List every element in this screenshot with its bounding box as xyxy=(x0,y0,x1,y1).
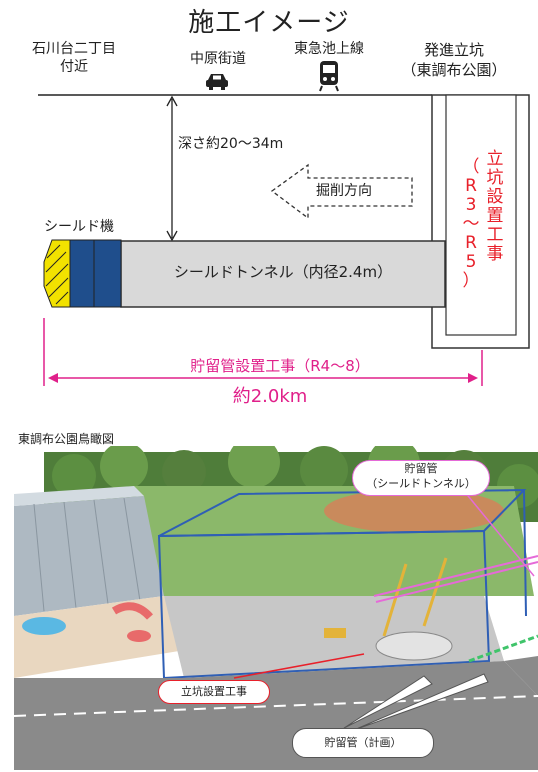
excavation-direction-label: 掘削方向 xyxy=(316,183,372,199)
train-icon xyxy=(319,61,339,92)
distance-label: 約2.0km xyxy=(232,386,308,407)
shield-machine-body-1 xyxy=(69,239,95,308)
shaft-work-label: 立 坑 設 置 工 事 xyxy=(486,149,504,264)
tunnel-label: シールドトンネル（内径2.4m） xyxy=(173,263,393,281)
schematic-diagram xyxy=(38,94,530,386)
callout-planned-pipe: 貯留管（計画） xyxy=(292,728,434,758)
depth-label: 深さ約20〜34m xyxy=(178,136,284,152)
page-title: 施工イメージ xyxy=(188,8,350,38)
road-label: 中原街道 xyxy=(190,51,246,67)
railway-label: 東急池上線 xyxy=(294,41,364,57)
car-icon xyxy=(206,74,228,90)
start-area-label: 石川台二丁目 付近 xyxy=(32,41,116,75)
shaft-work-period-label: （ R 3 〜 R 5 ） xyxy=(462,157,480,291)
aerial-title: 東調布公園鳥瞰図 xyxy=(18,432,115,446)
excavation-direction-arrow xyxy=(270,163,413,220)
launch-shaft-inner xyxy=(445,94,517,336)
shield-machine-cutter xyxy=(43,239,71,308)
callout-shaft-work: 立坑設置工事 xyxy=(158,680,270,704)
shaft-label: 発進立坑 （東調布公園） xyxy=(401,41,507,79)
shield-tunnel xyxy=(120,240,446,308)
storage-pipe-work-label: 貯留管設置工事（R4〜8） xyxy=(130,357,430,375)
callout-storage-pipe: 貯留管 （シールドトンネル） xyxy=(352,460,490,496)
shield-machine-label: シールド機 xyxy=(44,219,114,235)
shield-machine-body-2 xyxy=(93,239,122,308)
